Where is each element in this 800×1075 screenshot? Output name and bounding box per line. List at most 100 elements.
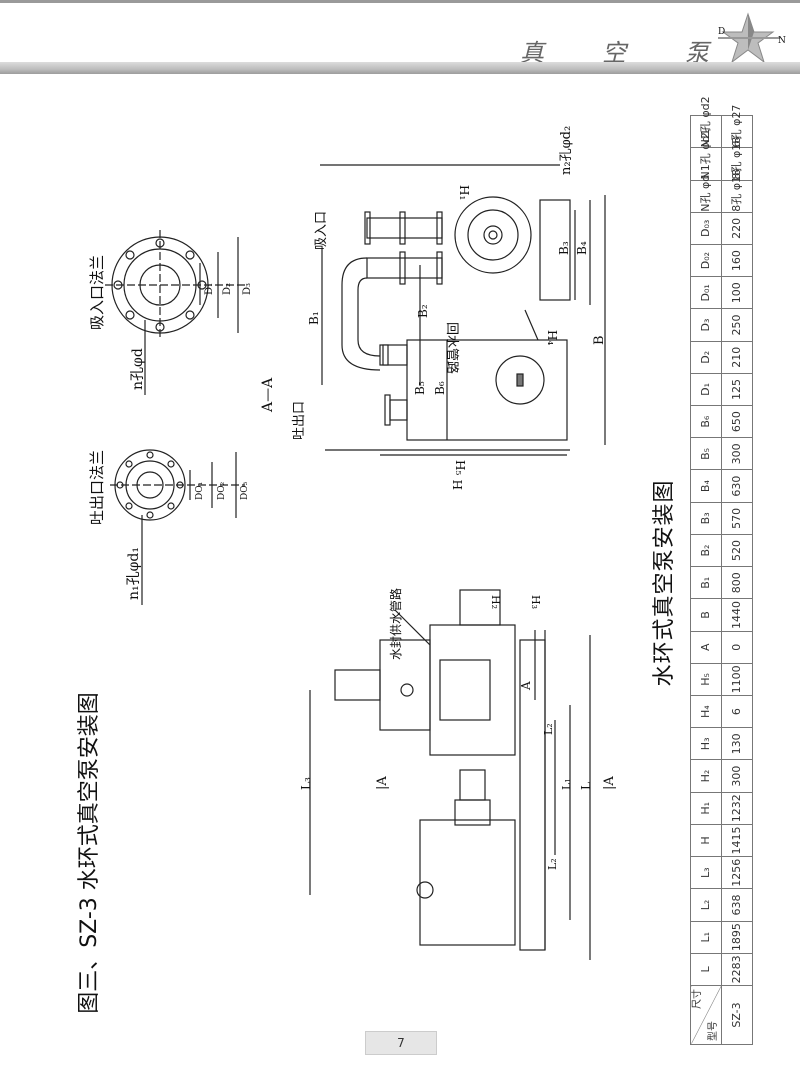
table-header: H₄	[690, 695, 722, 728]
svg-text:L: L	[579, 782, 593, 790]
svg-text:B₁: B₁	[307, 311, 321, 325]
table-header: L	[690, 953, 722, 986]
table-header: D₀₁	[690, 276, 722, 309]
table-header: L₃	[690, 856, 722, 889]
table-header: N1孔 φd1	[690, 129, 722, 181]
svg-text:|A: |A	[602, 776, 617, 790]
table-value: 300	[721, 759, 753, 793]
table-header: D₃	[690, 308, 722, 342]
table-value: 130	[721, 727, 753, 760]
table-value: 1415	[721, 824, 753, 857]
table-header: L₂	[690, 888, 722, 922]
table-header: H	[690, 824, 722, 857]
table-value: 1256	[721, 856, 753, 889]
table-header: D₀₃	[690, 212, 722, 245]
svg-text:吐出口: 吐出口	[292, 401, 307, 440]
table-value: 6孔 φ27	[721, 105, 753, 148]
table-value: 210	[721, 341, 753, 374]
table-value: 8孔 φ18	[721, 169, 753, 213]
svg-text:B₄: B₄	[575, 241, 589, 255]
svg-text:L₂: L₂	[542, 723, 555, 735]
svg-text:n孔φd: n孔φd	[130, 348, 146, 390]
table-header: B₄	[690, 470, 722, 503]
table-header: D₁	[690, 373, 722, 406]
table-value: 220	[721, 212, 753, 245]
svg-text:n₁孔φd₁: n₁孔φd₁	[126, 547, 142, 600]
svg-text:DO₂: DO₂	[217, 481, 227, 500]
header-bar	[0, 62, 800, 74]
table-header: H₂	[690, 759, 722, 793]
svg-text:B₆: B₆	[433, 381, 447, 395]
table-value: 638	[721, 888, 753, 922]
table-value: 0	[721, 631, 753, 664]
table-header: N孔 φd	[690, 175, 722, 213]
table-value: 1895	[721, 921, 753, 954]
svg-text:A: A	[519, 681, 533, 691]
table-header: D₂	[690, 341, 722, 374]
table-header: H₁	[690, 792, 722, 825]
model-cell: SZ-3	[721, 985, 753, 1045]
svg-text:D₂: D₂	[222, 283, 233, 295]
svg-text:DO₃: DO₃	[240, 481, 250, 500]
svg-text:L₁: L₁	[560, 778, 573, 790]
table-value: 650	[721, 405, 753, 438]
svg-text:H₃: H₃	[529, 595, 542, 609]
corner-cell: 尺寸 型号	[690, 985, 722, 1045]
svg-text:D₃: D₃	[242, 283, 253, 295]
outlet-flange-label: 吐出口法兰	[88, 450, 106, 525]
table-header: B₁	[690, 566, 722, 599]
page-number: 7	[365, 1031, 437, 1055]
suction-flange	[105, 230, 245, 340]
suction-flange-label: 吸入口法兰	[88, 255, 106, 330]
table-value: 8孔 φ18	[721, 137, 753, 181]
top-rule	[0, 0, 800, 3]
svg-text:H₄: H₄	[545, 330, 559, 345]
svg-text:L₃: L₃	[299, 777, 313, 790]
svg-text:回水管路: 回水管路	[444, 322, 460, 374]
table-header: H₃	[690, 727, 722, 760]
svg-text:|A: |A	[375, 776, 390, 790]
table-header: B₆	[690, 405, 722, 438]
table-header: D₀₂	[690, 244, 722, 277]
svg-text:H₁: H₁	[457, 185, 471, 200]
svg-text:L₂: L₂	[546, 858, 559, 870]
svg-text:D: D	[718, 27, 725, 37]
table-value: 2283	[721, 953, 753, 986]
table-header: N2孔 φd2	[690, 96, 722, 148]
svg-text:H: H	[451, 480, 465, 490]
table-header: B	[690, 598, 722, 632]
table-value: 300	[721, 437, 753, 470]
section-label: A—A	[260, 377, 276, 413]
outlet-flange	[110, 449, 245, 521]
table-value: 125	[721, 373, 753, 406]
dn-star-logo: D N	[718, 12, 786, 64]
svg-text:B₂: B₂	[416, 304, 430, 318]
table-value: 6	[721, 695, 753, 728]
svg-text:DO₁: DO₁	[195, 482, 205, 500]
svg-text:吸入口: 吸入口	[314, 211, 329, 250]
table-header: H₅	[690, 663, 722, 696]
table-value: 1100	[721, 663, 753, 696]
table-header: B₃	[690, 502, 722, 535]
table-value: 1440	[721, 598, 753, 632]
front-view	[309, 589, 591, 960]
table-header: L₁	[690, 921, 722, 954]
table-value: 570	[721, 502, 753, 535]
table-value: 520	[721, 534, 753, 567]
table-header: B₅	[690, 437, 722, 470]
svg-text:N: N	[778, 36, 786, 46]
svg-text:n₂孔φd₂: n₂孔φd₂	[559, 126, 574, 175]
svg-text:B: B	[592, 335, 607, 345]
svg-text:B₅: B₅	[413, 381, 427, 395]
table-value: 160	[721, 244, 753, 277]
table-header: A	[690, 631, 722, 664]
table-value: 1232	[721, 792, 753, 825]
svg-text:H₂: H₂	[489, 595, 502, 609]
table-value: 630	[721, 470, 753, 503]
table-value: 100	[721, 276, 753, 309]
table-value: 250	[721, 308, 753, 342]
svg-text:D₁: D₁	[204, 283, 215, 295]
svg-text:H₅: H₅	[453, 460, 467, 475]
